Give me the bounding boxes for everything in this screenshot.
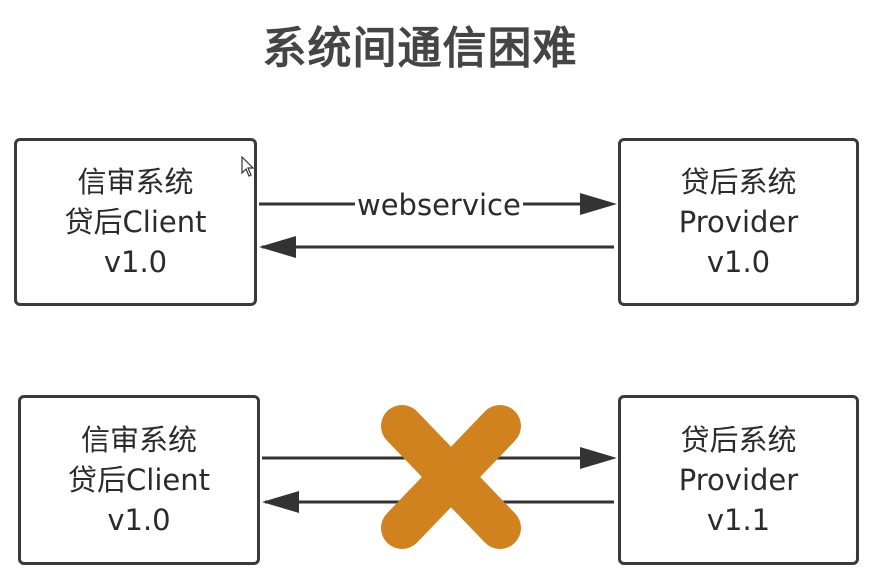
- provider-top-line-3: v1.0: [706, 245, 771, 279]
- provider-bottom-line-2: Provider: [678, 463, 799, 497]
- provider-top-line-2: Provider: [678, 205, 799, 239]
- provider-bottom-line-3: v1.1: [706, 503, 771, 537]
- client-bottom-line-3: v1.0: [107, 503, 171, 537]
- webservice-label: webservice: [355, 185, 523, 225]
- provider-bottom-line-1: 贷后系统: [680, 423, 797, 457]
- client-box-top: 信审系统 贷后Client v1.0: [14, 138, 257, 306]
- client-bottom-line-2: 贷后Client: [68, 463, 210, 497]
- provider-box-top: 贷后系统 Provider v1.0: [618, 138, 859, 306]
- page-title: 系统间通信困难: [262, 23, 578, 74]
- client-top-line-3: v1.0: [103, 245, 168, 279]
- client-bottom-line-1: 信审系统: [80, 423, 197, 457]
- request-arrowhead-bottom: [580, 447, 617, 469]
- provider-top-line-1: 贷后系统: [680, 165, 797, 199]
- cross-icon: [381, 405, 521, 549]
- response-arrowhead-top: [259, 236, 296, 258]
- client-top-line-2: 贷后Client: [64, 205, 207, 239]
- client-top-line-1: 信审系统: [77, 165, 194, 199]
- provider-box-bottom: 贷后系统 Provider v1.1: [618, 395, 859, 565]
- response-arrowhead-bottom: [262, 491, 299, 513]
- request-arrowhead-top: [580, 193, 617, 215]
- cursor-icon: [241, 156, 255, 177]
- client-box-bottom: 信审系统 贷后Client v1.0: [18, 395, 260, 565]
